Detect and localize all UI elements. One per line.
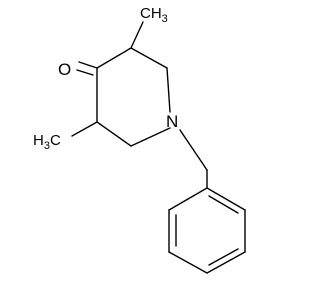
oxygen-label: O	[58, 60, 71, 79]
bond-c2-n1	[166, 67, 171, 113]
bond-c4-c3	[96, 47, 132, 69]
bond-c3-methyl	[130, 21, 144, 49]
methyl-left-label: H3C	[33, 132, 61, 152]
methyl-top-label: CH3	[140, 5, 168, 25]
benzene-bond-4	[168, 251, 208, 274]
molecule-drawing: O N CH3 H3C	[33, 5, 246, 274]
bond-c3-c2	[130, 47, 168, 69]
benzene-bond-6	[168, 187, 208, 211]
bond-carbonyl-1	[78, 61, 98, 69]
benzene-bond-1	[206, 187, 246, 211]
benzene-bond-3	[206, 251, 246, 274]
bond-c6-c5	[96, 121, 132, 147]
benzene-inner-2	[208, 248, 239, 266]
nitrogen-label: N	[166, 112, 178, 131]
bond-c5-methyl	[71, 121, 98, 137]
benzene-inner-1	[208, 195, 239, 214]
bond-n-ch2	[179, 129, 208, 171]
structure-canvas: O N CH3 H3C	[33, 5, 246, 274]
bond-n1-c6	[130, 127, 171, 147]
bond-carbonyl-2	[76, 69, 94, 76]
